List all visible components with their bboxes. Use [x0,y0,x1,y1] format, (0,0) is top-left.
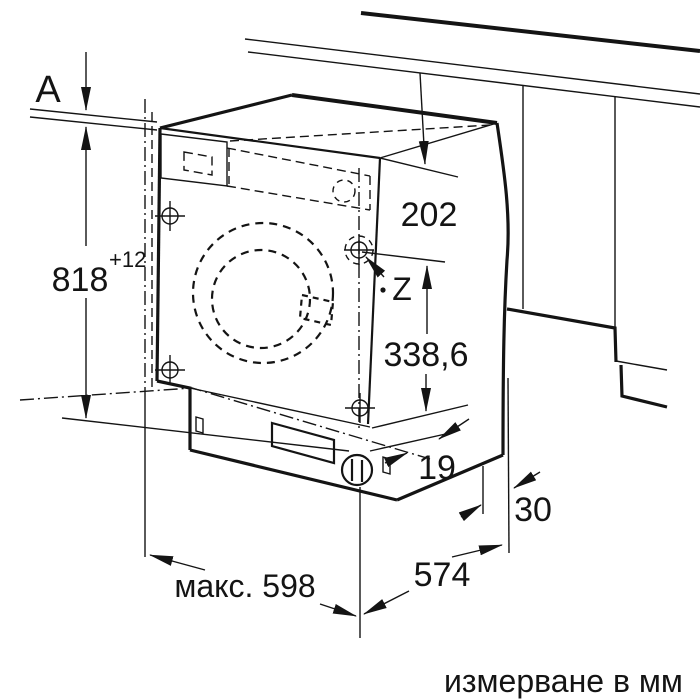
label-max-width: макс. 598 [174,568,315,604]
plinth-slot [195,416,204,434]
countertop [29,11,700,131]
label-niche-height: 818 [52,261,109,299]
niche-ceiling-line-1 [29,108,158,123]
drain-hose-clip [382,456,391,475]
mounting-holes [155,168,375,432]
label-plinth-recess: 19 [418,449,456,487]
arrow-598-right [319,603,357,617]
program-knob-hidden [332,179,356,203]
arrow-574-right [451,544,503,558]
arrow-574-left [363,590,410,615]
dimensions: A 818 +12 202 Z 338,6 [35,52,683,699]
drain-pump-cap [340,453,374,487]
front-face-left-edge [155,127,162,382]
adjacent-cabinet [506,85,668,409]
side-back-edge [495,122,510,456]
label-gap: 30 [514,491,552,529]
door-drum [191,221,335,365]
mounting-hole-top-left [155,201,185,231]
arrow-19-upper [438,418,470,440]
service-flap [270,421,336,465]
plinth-top-edge [189,387,371,428]
detergent-drawer-inner [183,151,213,176]
porthole-inner-circle [210,248,312,350]
detergent-drawer-outline [160,133,228,187]
extension-line-z [361,251,446,263]
dimension-max-width-598: макс. 598 [149,554,357,617]
extension-line-19 [369,432,451,452]
plinth-bottom-edge [189,448,398,502]
floor-line [61,417,350,452]
dimension-gap-30: 30 [458,377,552,554]
arrow-19-lower [383,452,408,468]
z-leader-dot [380,287,386,293]
top-face-back-edge [291,93,498,125]
dimension-hinge-point-z: Z [361,251,446,307]
porthole-outer-circle [191,221,335,365]
dimension-plinth-recess-19: 19 [369,418,470,487]
cabinet-plinth-step [619,364,668,409]
reference-lines [19,99,431,557]
panel-topface-hidden-edge [229,124,491,142]
dimension-top-clearance-202: 202 [379,72,459,234]
plinth-details [195,416,391,487]
label-depth: 574 [414,556,471,594]
extension-line-338 [371,404,469,429]
countertop-back-edge [360,11,700,53]
dimension-hinge-distance-338: 338,6 [371,265,469,429]
label-hinge-distance: 338,6 [383,336,468,374]
dimension-depth-574: 574 [359,487,503,638]
label-hinge-point: Z [392,271,412,307]
dimension-niche-height-818: 818 +12 [52,126,146,419]
control-panel [160,124,491,211]
top-face-left-edge [159,93,293,130]
washing-machine [155,93,510,502]
label-niche-height-tolerance: +12 [109,247,146,272]
leader-z [365,256,386,278]
cabinet-plinth-recess-line [615,360,668,371]
front-bottom-notch [156,379,192,450]
units-note: измерване в мм [444,663,683,699]
top-face-right-edge [379,122,498,159]
extension-line-30-back [507,377,510,554]
niche-ceiling-line-2 [29,116,158,131]
front-face-right-edge [366,157,382,425]
mounting-hole-bottom-left [155,355,185,385]
countertop-front-edge-top [244,38,700,95]
door-bottom-axis [19,387,431,460]
dimension-worktop-A: A [35,52,91,111]
countertop-front-edge-bottom [247,51,700,108]
panel-top-hidden-edge [226,147,371,177]
top-face-front-edge [159,126,381,160]
arrow-598-left [149,554,206,571]
panel-bottom-hidden-edge [226,185,371,211]
cabinet-bottom-edge [506,307,618,363]
hinge-hole-lower [345,393,375,423]
arrow-30-right [513,471,541,489]
label-worktop-A: A [35,69,61,111]
label-top-clearance: 202 [401,196,458,234]
extension-line-202 [379,157,459,178]
arrow-30-left [458,504,482,522]
arrow-202-down [418,72,429,165]
side-bottom-edge [396,453,504,502]
door-handle-hidden [298,293,335,327]
